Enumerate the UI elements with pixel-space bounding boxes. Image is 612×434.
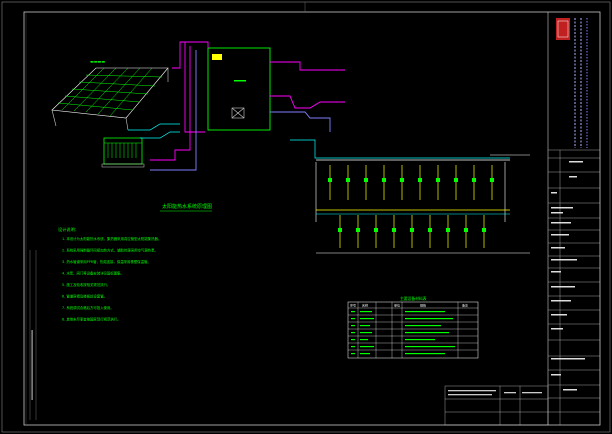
solar-collector-array [51, 67, 169, 131]
notes-lines: 1. 本设计为太阳能热水系统，集热器采用真空管型太阳能集热器。 2. 系统采用强制… [62, 236, 161, 322]
equipment-table: 主要设备材料表 序号 名称 规格 单位 备注 [347, 296, 479, 359]
equipment-table-title: 主要设备材料表 [400, 296, 427, 301]
table-header-cell: 名称 [362, 303, 368, 308]
branch-valves-lower [338, 228, 486, 232]
branch-risers-upper [329, 165, 493, 200]
system-caption: 太阳能热水系统原理图 [162, 203, 212, 210]
company-logo [556, 18, 570, 40]
note-line: 8. 其他未尽事宜按国家现行规范执行。 [62, 317, 121, 322]
note-line: 1. 本设计为太阳能热水系统，集热器采用真空管型太阳能集热器。 [62, 236, 161, 241]
table-header-cell: 规格 [420, 303, 426, 308]
note-line: 7. 系统调试合格后方可投入使用。 [62, 305, 114, 310]
hot-water-tank [207, 47, 271, 131]
table-header-cell: 单位 [394, 303, 400, 308]
distribution-manifold-upper [315, 159, 510, 222]
table-header-cell: 备注 [462, 303, 468, 308]
hot-water-pipes [150, 41, 345, 171]
cold-water-pipes [128, 123, 510, 159]
bottom-title-strip [444, 385, 549, 426]
collector-label: ▬▬▬▬ [90, 59, 105, 64]
note-line: 2. 系统采用强制循环间接加热方式，辅助热源采用空气源热泵。 [62, 248, 158, 253]
vertical-company-text [574, 18, 588, 148]
title-block-small-text [551, 161, 585, 391]
note-line: 3. 热水管道采用PPR管，热熔连接，保温采用橡塑保温管。 [62, 259, 151, 264]
bottom-title-strip-text [448, 390, 542, 396]
inner-border [23, 11, 601, 426]
table-header-cell: 序号 [350, 303, 356, 308]
note-line: 6. 管道穿墙及楼板处设套管。 [62, 294, 107, 299]
notes-heading: 设计说明： [58, 226, 79, 233]
title-block-rows [548, 149, 600, 425]
design-notes: 设计说明： 1. 本设计为太阳能热水系统，集热器采用真空管型太阳能集热器。 2. … [58, 226, 161, 322]
note-line: 5. 施工及验收按相关规范执行。 [62, 282, 110, 287]
heat-pump-unit [101, 137, 145, 168]
note-line: 4. 水泵、阀门等设备安装详见国标图集。 [62, 271, 124, 276]
table-header-row: 序号 名称 规格 单位 备注 [350, 303, 468, 308]
table-body-text [351, 311, 455, 355]
left-margin-stamp [29, 250, 37, 420]
branch-valves-upper [328, 178, 494, 182]
